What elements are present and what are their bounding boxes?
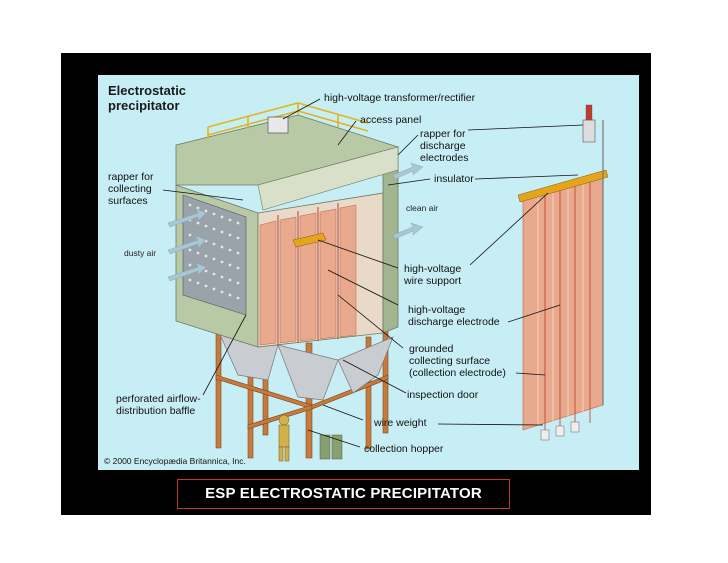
wire-support-bar [292,232,327,248]
label-discharge-electrode: high-voltage discharge electrode [408,304,500,328]
label-dusty-air: dusty air [124,248,157,258]
illustration-panel: Electrostatic precipitator high-voltage … [98,75,639,470]
worker-figure [278,414,290,462]
label-inspection-door: inspection door [407,389,479,401]
label-collecting-surface: grounded collecting surface (collection … [409,343,506,379]
discharge-wires [277,203,339,345]
label-baffle: perforated airflow- distribution baffle [116,393,201,417]
diagram-title: Electrostatic precipitator [108,83,187,113]
copyright-notice: © 2000 Encyclopædia Britannica, Inc. [104,456,246,466]
baffle-perforations [188,203,240,300]
label-wire-weight: wire weight [374,417,427,429]
label-insulator: insulator [434,173,474,185]
electrode-assembly [517,104,609,441]
roof-cutaway [257,146,399,211]
label-collection-hopper: collection hopper [364,443,444,455]
label-clean-air: clean air [406,203,439,213]
collecting-plates [259,204,357,346]
transformer-box [267,116,289,134]
label-access-panel: access panel [360,114,422,126]
barrels [319,434,343,460]
label-wire-support: high-voltage wire support [404,263,462,287]
airflow-arrows [167,162,424,282]
label-rapper-discharge: rapper for discharge electrodes [420,128,469,164]
leader-lines [162,98,584,448]
slide-caption: ESP ELECTROSTATIC PRECIPITATOR [177,479,510,509]
label-rapper-collecting: rapper for collecting surfaces [108,171,154,207]
label-transformer: high-voltage transformer/rectifier [324,92,476,104]
precipitator-illustration [162,98,609,462]
